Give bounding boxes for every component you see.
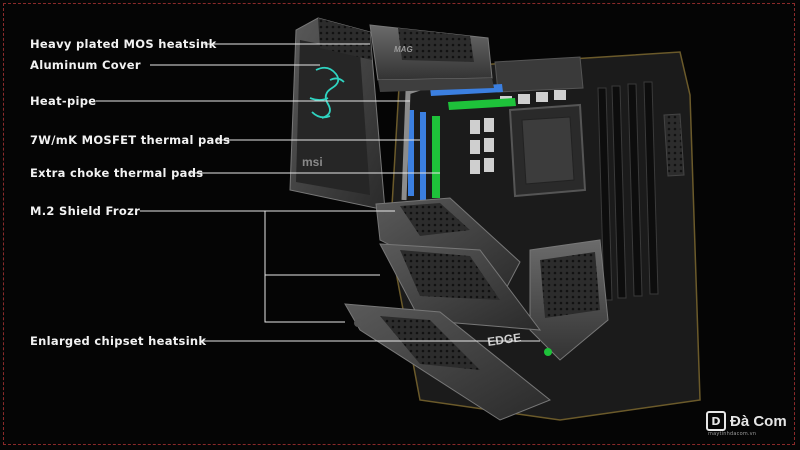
m2-shield-2: [379, 243, 542, 331]
label-chipset-heatsink: Enlarged chipset heatsink: [30, 334, 207, 348]
edge-brand-text: EDGE: [486, 330, 522, 349]
label-aluminum-cover: Aluminum Cover: [30, 58, 141, 72]
dacom-logo-icon: D: [706, 411, 726, 431]
chipset-heatsink: [529, 239, 609, 361]
top-chokes: [494, 56, 584, 93]
top-brand-text: MAG: [394, 45, 413, 54]
label-choke-thermal-pads: Extra choke thermal pads: [30, 166, 204, 180]
label-m2-shield-frozr: M.2 Shield Frozr: [30, 204, 141, 218]
label-heavy-plated-mos-heatsink: Heavy plated MOS heatsink: [30, 37, 217, 51]
status-led: [544, 348, 552, 356]
cover-brand-text: msi: [302, 155, 323, 169]
m2-shield-3: [344, 303, 551, 421]
vrm-components: [470, 90, 566, 174]
leader-lines: [96, 43, 540, 342]
watermark-brand: Đà Com: [730, 412, 787, 430]
ram-slots: [597, 81, 659, 301]
label-mosfet-thermal-pads: 7W/mK MOSFET thermal pads: [30, 133, 231, 147]
dragon-logo: [309, 66, 345, 119]
watermark-logo: D Đà Com: [706, 411, 787, 431]
watermark-sub: maytinhdacom.vn: [708, 431, 757, 437]
top-mos-heatsink: [369, 24, 494, 92]
cpu-socket: [508, 103, 587, 198]
atx-power-connector: [663, 113, 685, 177]
choke-thermal-pads: [432, 98, 516, 198]
label-heat-pipe: Heat-pipe: [30, 94, 97, 108]
left-heatsink-cover: [289, 17, 386, 211]
